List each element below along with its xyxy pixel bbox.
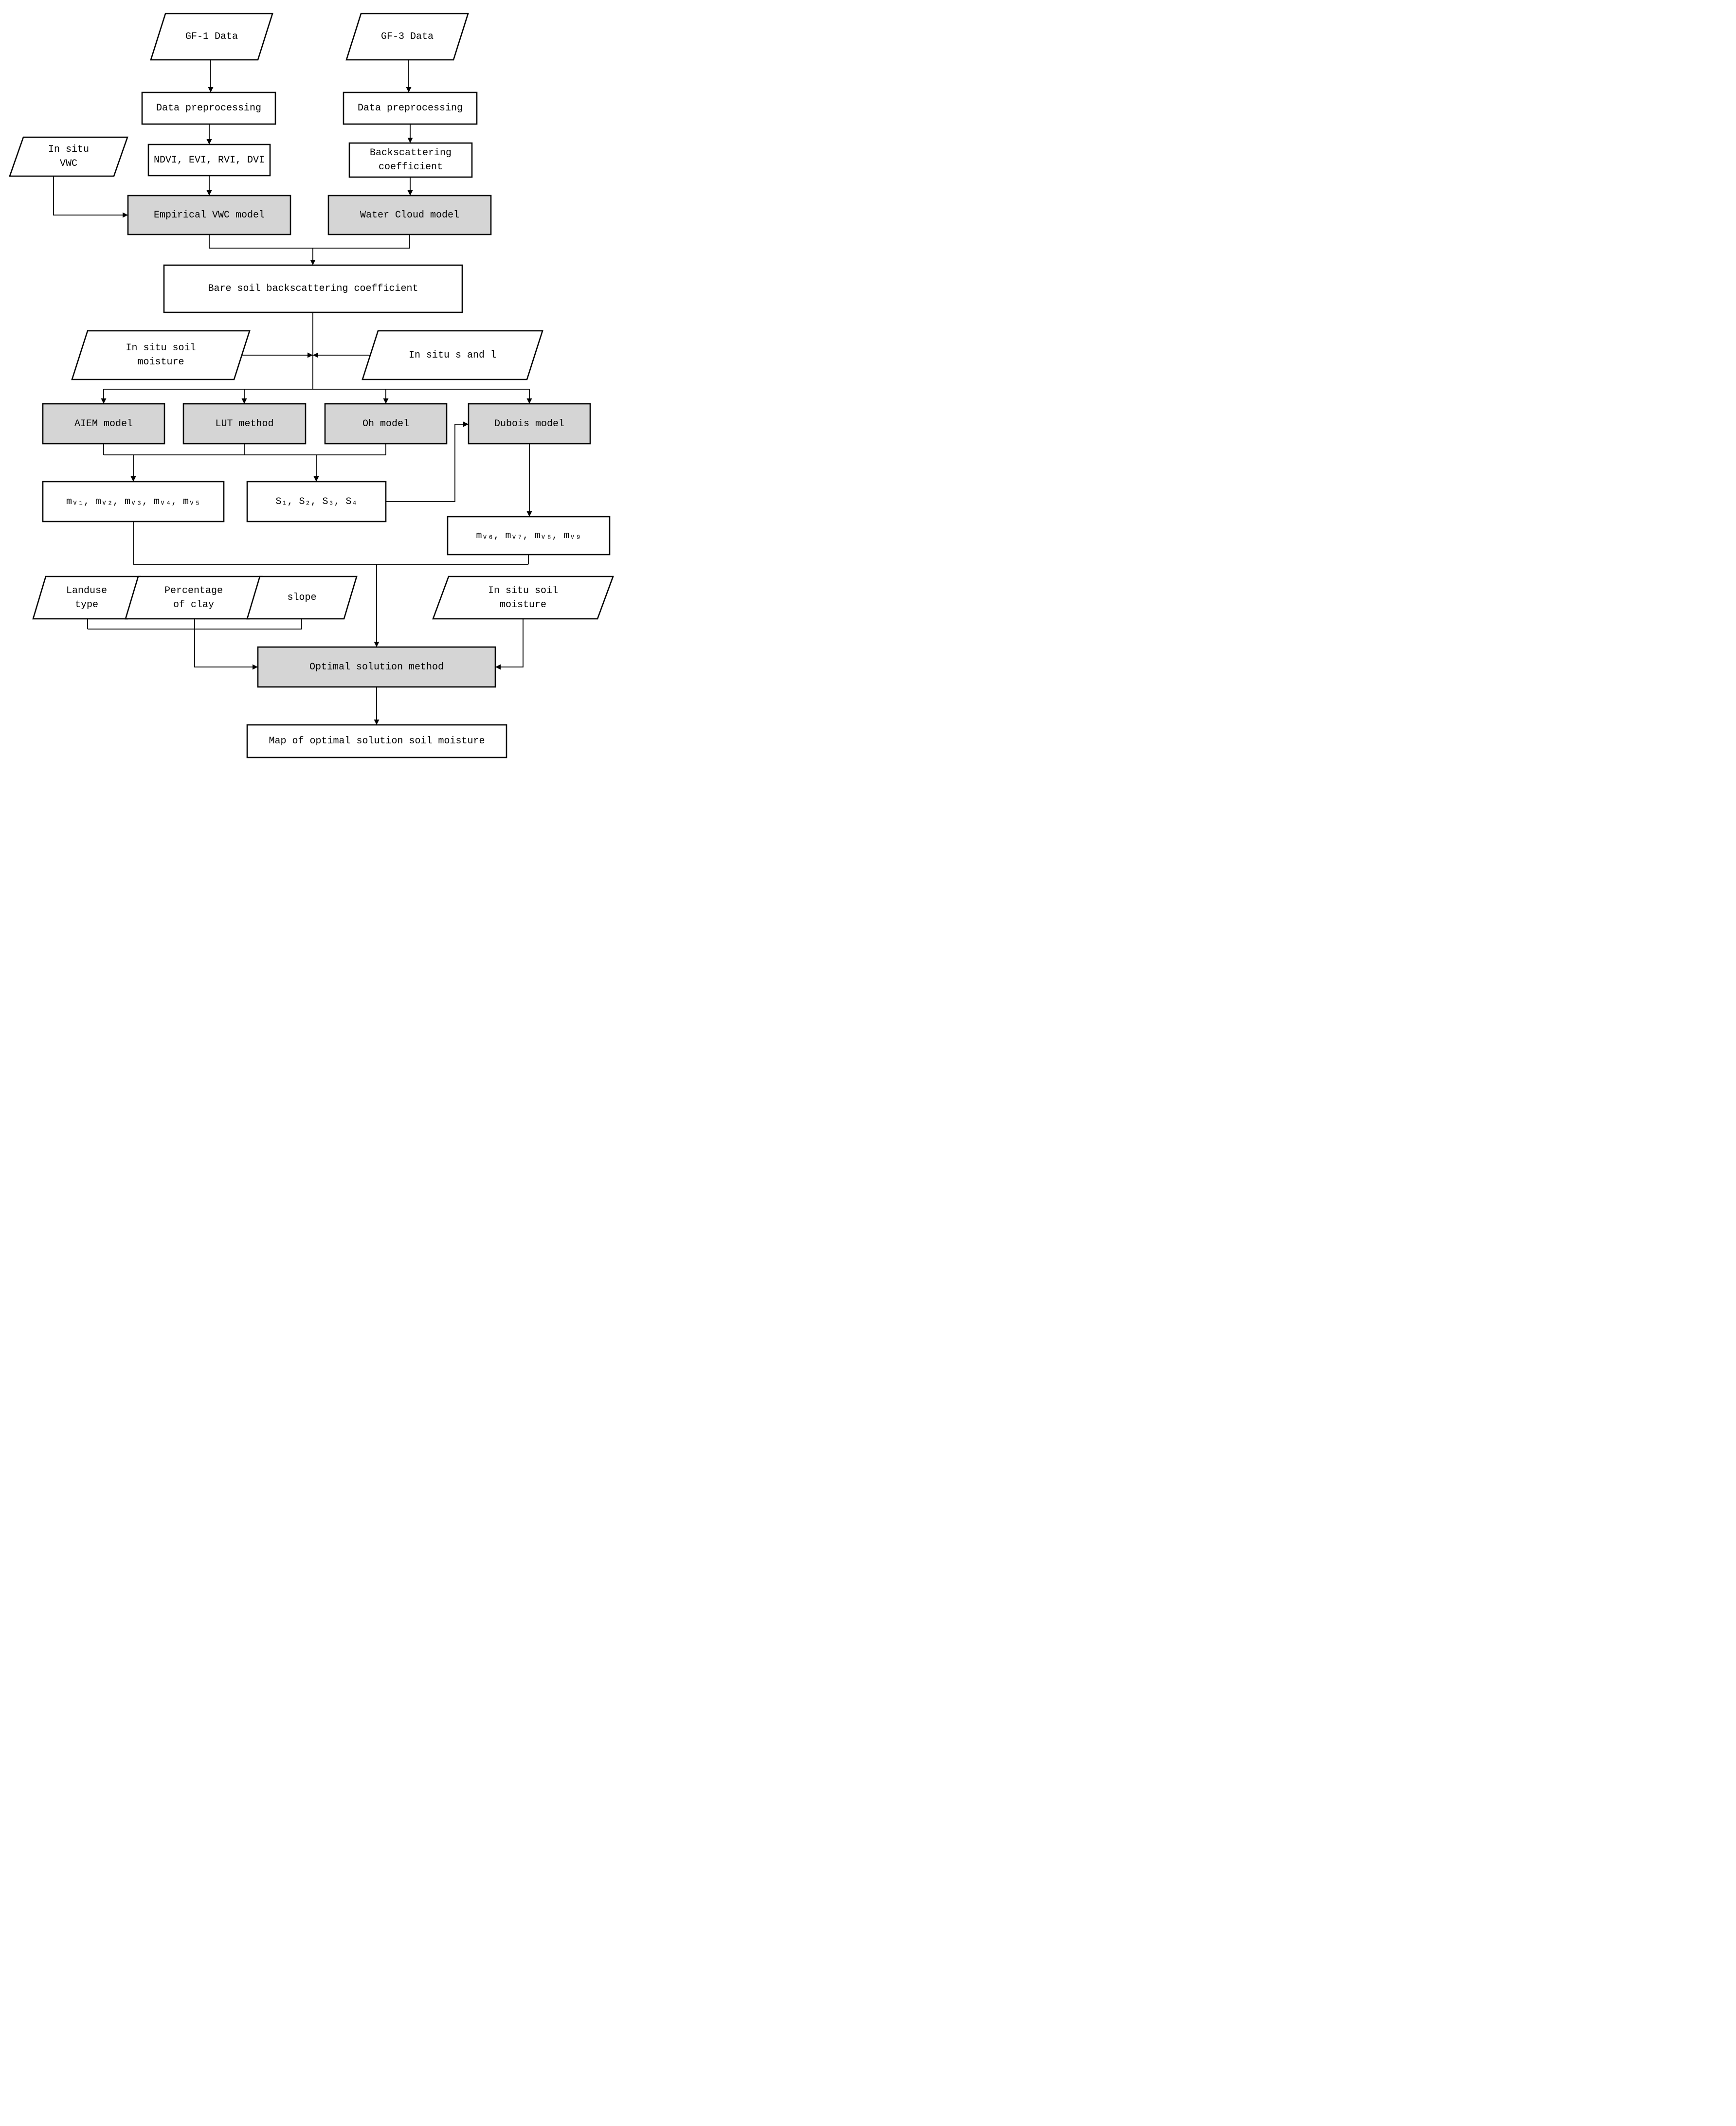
lut-method-shape	[182, 403, 307, 445]
mv1-5-shape	[42, 481, 225, 522]
landuse-type-shape	[32, 576, 141, 620]
s1-4-shape	[246, 481, 387, 522]
soil-moisture-retrieval-flowchart: GF-1 Data GF-3 Data Data preprocessing D…	[0, 0, 620, 759]
oh-model-shape	[324, 403, 448, 445]
optimal-solution-method-shape	[257, 646, 496, 688]
water-cloud-model-shape	[327, 195, 492, 235]
arrow-ancillary-to-optimal	[194, 629, 258, 670]
mv6-9-shape	[447, 516, 611, 556]
flowchart-canvas	[9, 13, 614, 758]
in-situ-soil-moisture-lower-shape	[432, 576, 614, 620]
backscatter-coeff-shape	[348, 142, 473, 178]
arrow-s1-4-to-dubois	[386, 421, 469, 502]
percentage-of-clay-shape	[125, 576, 263, 620]
dubois-model-shape	[468, 403, 591, 445]
gf1-data-shape	[150, 13, 273, 61]
in-situ-vwc-shape	[9, 136, 128, 177]
in-situ-soil-moisture-upper-shape	[71, 330, 251, 380]
slope-shape	[246, 576, 358, 620]
bare-soil-backscatter-shape	[163, 264, 463, 313]
in-situ-s-and-l-shape	[362, 330, 543, 380]
node-shapes	[9, 13, 614, 758]
aiem-model-shape	[42, 403, 165, 445]
preprocess-right-shape	[343, 91, 478, 125]
arrow-vwc-to-empirical	[53, 176, 128, 218]
map-output-shape	[246, 724, 507, 758]
preprocess-left-shape	[141, 91, 276, 125]
connectors	[53, 60, 532, 725]
arrow-soilmoisture-to-optimal	[495, 619, 524, 670]
gf3-data-shape	[345, 13, 469, 61]
empirical-vwc-model-shape	[127, 195, 291, 235]
indices-shape	[147, 144, 271, 177]
